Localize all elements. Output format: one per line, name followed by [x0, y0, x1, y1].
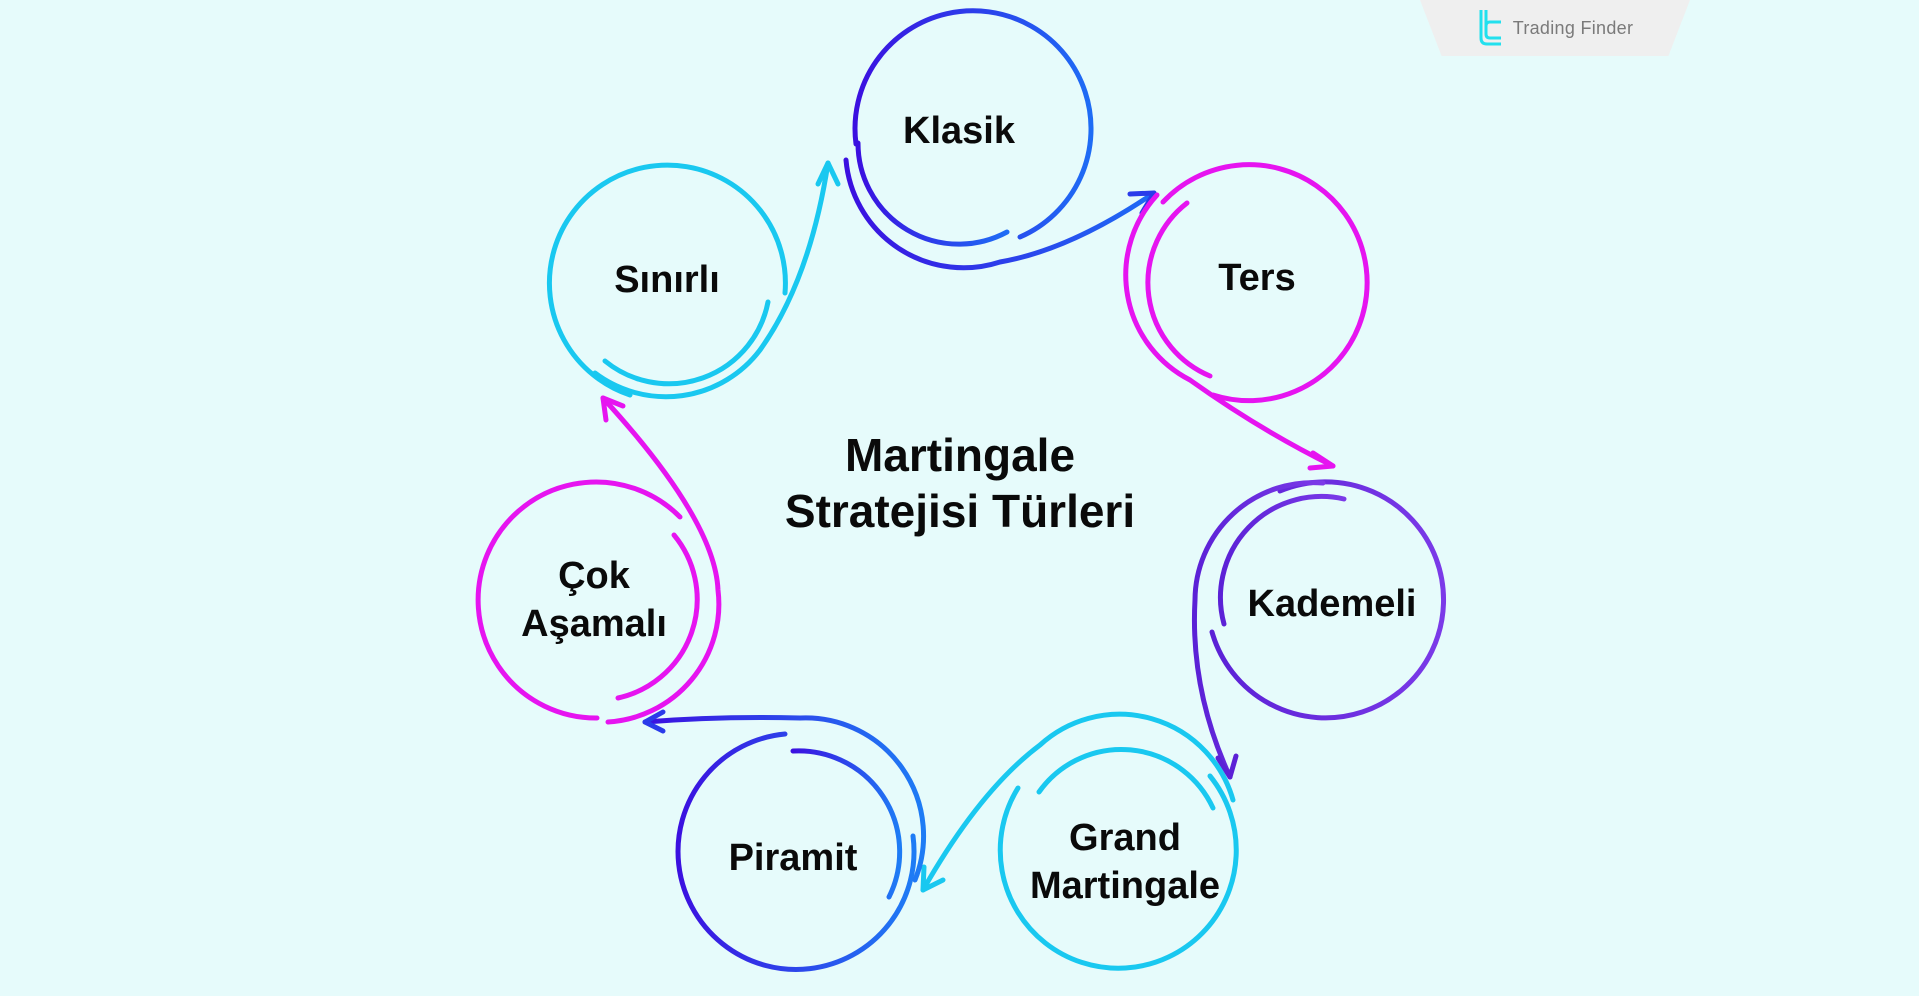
diagram-title-line1: Martingale	[844, 429, 1076, 481]
node-piramit-label: Piramit	[729, 834, 858, 882]
node-cok-asamali-ring	[475, 395, 722, 725]
node-label-text: Sınırlı	[614, 259, 720, 301]
node-label-text: Kademeli	[1247, 583, 1417, 625]
node-label-text: Piramit	[728, 837, 858, 879]
node-klasik-ring	[843, 8, 1157, 271]
diagram-title: Martingale Stratejisi Türleri	[785, 427, 1135, 539]
node-kademeli-ring	[1191, 479, 1446, 780]
node-ters-label: Ters	[1218, 254, 1295, 302]
diagram-title-line2: Stratejisi Türleri	[784, 485, 1136, 537]
node-ters-inner	[1123, 192, 1336, 471]
node-piramit-ring	[642, 709, 927, 972]
node-label-text: Ters	[1218, 257, 1296, 299]
node-label-text-2: Martingale	[1029, 865, 1221, 907]
node-sinirli-label: Sınırlı	[614, 256, 720, 304]
brand-name: Trading Finder	[1512, 17, 1634, 38]
node-kademeli-label: Kademeli	[1248, 580, 1417, 628]
node-grand-martingale-ring	[920, 711, 1239, 971]
node-klasik-label: Klasik	[903, 107, 1015, 155]
node-label-text: Çok	[558, 555, 630, 597]
trading-finder-logo-icon	[1479, 10, 1501, 46]
node-grand-martingale-label: Grand Martingale	[1030, 814, 1220, 910]
node-label-text: Grand	[1069, 817, 1181, 859]
brand-logo: Trading Finder	[1420, 0, 1690, 56]
node-cok-asamali-label: Çok Aşamalı	[521, 552, 667, 648]
node-sinirli-ring	[546, 160, 841, 400]
node-label-text-2: Aşamalı	[521, 603, 667, 645]
node-label-text: Klasik	[903, 110, 1015, 152]
node-ters-ring	[1160, 162, 1370, 404]
